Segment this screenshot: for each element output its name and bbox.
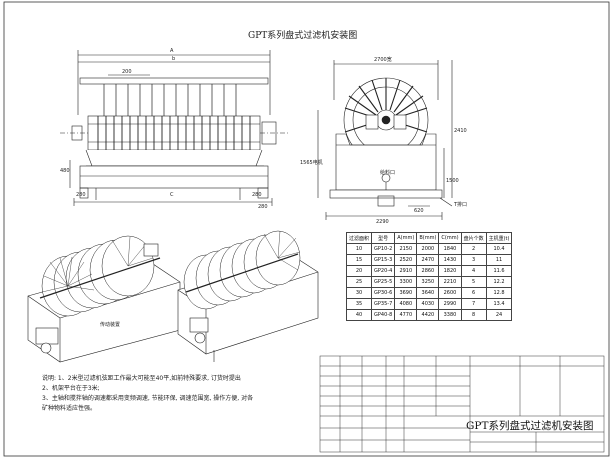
front-dim-280-bottom: 280 xyxy=(258,204,268,210)
table-cell: GP30-6 xyxy=(371,287,396,299)
table-cell: 4 xyxy=(460,265,487,277)
table-cell: 2990 xyxy=(438,298,462,310)
side-dim-height: 2410 xyxy=(454,128,467,134)
table-cell: 2210 xyxy=(438,276,462,288)
installation-notes: 说明: 1、2米型过滤机弦距工作最大可能至40平,如前特殊要求, 订货时提出 2… xyxy=(42,374,253,414)
table-cell: 3690 xyxy=(394,287,418,299)
front-dim-A: A xyxy=(170,48,174,54)
table-cell: 2600 xyxy=(438,287,462,299)
front-view xyxy=(60,50,290,206)
title-block-title: GPT系列盘式过滤机安装图 xyxy=(466,420,594,432)
table-row: 20 GP20-4 2910 2860 1820 4 11.6 xyxy=(345,265,513,277)
table-cell: 2520 xyxy=(394,254,418,266)
spec-header-cell: 主机重(t) xyxy=(485,232,513,244)
side-dim-1500: 1500 xyxy=(446,178,459,184)
table-cell: 2470 xyxy=(416,254,440,266)
isometric-view-left xyxy=(27,235,181,363)
side-dim-total: 2290 xyxy=(376,219,389,225)
table-cell: GP20-4 xyxy=(371,265,396,277)
spec-header-cell: 过滤面积 xyxy=(345,232,373,244)
table-cell: 4420 xyxy=(416,309,440,321)
table-cell: GP15-3 xyxy=(371,254,396,266)
table-cell: 30 xyxy=(345,287,373,299)
table-cell: 11.6 xyxy=(485,265,513,277)
table-cell: 4030 xyxy=(416,298,440,310)
table-cell: GP35-7 xyxy=(371,298,396,310)
table-cell: 40 xyxy=(345,309,373,321)
front-dim-200: 200 xyxy=(122,69,132,75)
table-cell: 6 xyxy=(460,287,487,299)
table-cell: 2910 xyxy=(394,265,418,277)
spec-table-header: 过滤面积 型号 A(mm) B(mm) C(mm) 盘片个数 主机重(t) xyxy=(345,232,513,244)
table-cell: 35 xyxy=(345,298,373,310)
table-cell: 8 xyxy=(460,309,487,321)
isometric-view-right xyxy=(177,230,319,362)
front-dim-280-left: 280 xyxy=(76,192,86,198)
table-cell: 10 xyxy=(345,243,373,255)
table-row: 25 GP25-5 3300 3250 2210 5 12.2 xyxy=(345,276,513,288)
table-cell: 1430 xyxy=(438,254,462,266)
table-cell: 13.4 xyxy=(485,298,513,310)
front-dim-C: C xyxy=(170,192,174,198)
table-cell: 20 xyxy=(345,265,373,277)
table-cell: 2860 xyxy=(416,265,440,277)
table-row: 40 GP40-8 4770 4420 3380 8 24 xyxy=(345,309,513,321)
table-row: 15 GP15-3 2520 2470 1430 3 11 xyxy=(345,254,513,266)
table-cell: 4080 xyxy=(394,298,418,310)
spec-header-cell: 型号 xyxy=(371,232,396,244)
front-dim-280-right: 280 xyxy=(252,192,262,198)
spec-header-cell: 盘片个数 xyxy=(460,232,487,244)
note-line: 2、机架平台在于3米; xyxy=(42,385,100,392)
table-row: 30 GP30-6 3690 3640 2600 6 12.8 xyxy=(345,287,513,299)
spec-table: 过滤面积 型号 A(mm) B(mm) C(mm) 盘片个数 主机重(t) 10… xyxy=(345,232,513,321)
table-row: 35 GP35-7 4080 4030 2990 7 13.4 xyxy=(345,298,513,310)
table-cell: 4770 xyxy=(394,309,418,321)
table-cell: 5 xyxy=(460,276,487,288)
note-line: 3、主轴和搅拌轴的调速都采用变频调速, 节能环保, 调速范围宽, 操作方便, 对… xyxy=(42,395,254,402)
spec-header-cell: B(mm) xyxy=(416,232,440,244)
table-cell: 12.2 xyxy=(485,276,513,288)
table-row: 10 GP10-2 2150 2000 1840 2 10.4 xyxy=(345,243,513,255)
table-cell: 3640 xyxy=(416,287,440,299)
table-cell: GP25-5 xyxy=(371,276,396,288)
side-dim-620: 620 xyxy=(414,208,424,214)
side-view xyxy=(317,60,453,220)
spec-header-cell: C(mm) xyxy=(438,232,462,244)
table-cell: 11 xyxy=(485,254,513,266)
table-cell: 2000 xyxy=(416,243,440,255)
note-line: 矿种物料适应性强。 xyxy=(42,405,97,412)
table-cell: GP40-8 xyxy=(371,309,396,321)
table-cell: 1820 xyxy=(438,265,462,277)
side-dim-motor: 1565电机 xyxy=(300,160,323,166)
table-cell: 24 xyxy=(485,309,513,321)
table-cell: 2150 xyxy=(394,243,418,255)
table-cell: 3300 xyxy=(394,276,418,288)
side-label-overflow: T排口 xyxy=(454,202,468,208)
table-cell: 25 xyxy=(345,276,373,288)
table-cell: 7 xyxy=(460,298,487,310)
front-dim-480: 480 xyxy=(60,168,70,174)
table-cell: 10.4 xyxy=(485,243,513,255)
spec-header-cell: A(mm) xyxy=(394,232,418,244)
table-cell: 3380 xyxy=(438,309,462,321)
table-cell: 3250 xyxy=(416,276,440,288)
side-dim-width: 2700宽 xyxy=(374,57,392,63)
table-cell: 12.8 xyxy=(485,287,513,299)
table-cell: GP10-2 xyxy=(371,243,396,255)
drawing-title: GPT系列盘式过滤机安装图 xyxy=(248,31,358,41)
table-cell: 1840 xyxy=(438,243,462,255)
note-line: 说明: 1、2米型过滤机弦距工作最大可能至40平,如前特殊要求, 订货时提出 xyxy=(42,375,241,382)
title-block xyxy=(319,355,605,453)
front-dim-b: b xyxy=(172,56,176,62)
table-cell: 3 xyxy=(460,254,487,266)
table-cell: 15 xyxy=(345,254,373,266)
iso-label-drive: 传动装置 xyxy=(100,322,121,328)
side-label-inlet: 给料口 xyxy=(380,170,396,176)
table-cell: 2 xyxy=(460,243,487,255)
